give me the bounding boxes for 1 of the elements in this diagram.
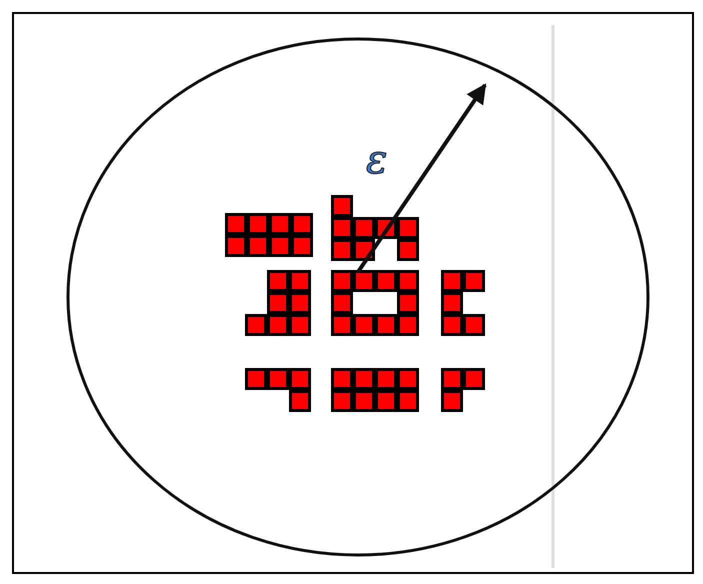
radius-symbol: ε	[366, 140, 388, 180]
